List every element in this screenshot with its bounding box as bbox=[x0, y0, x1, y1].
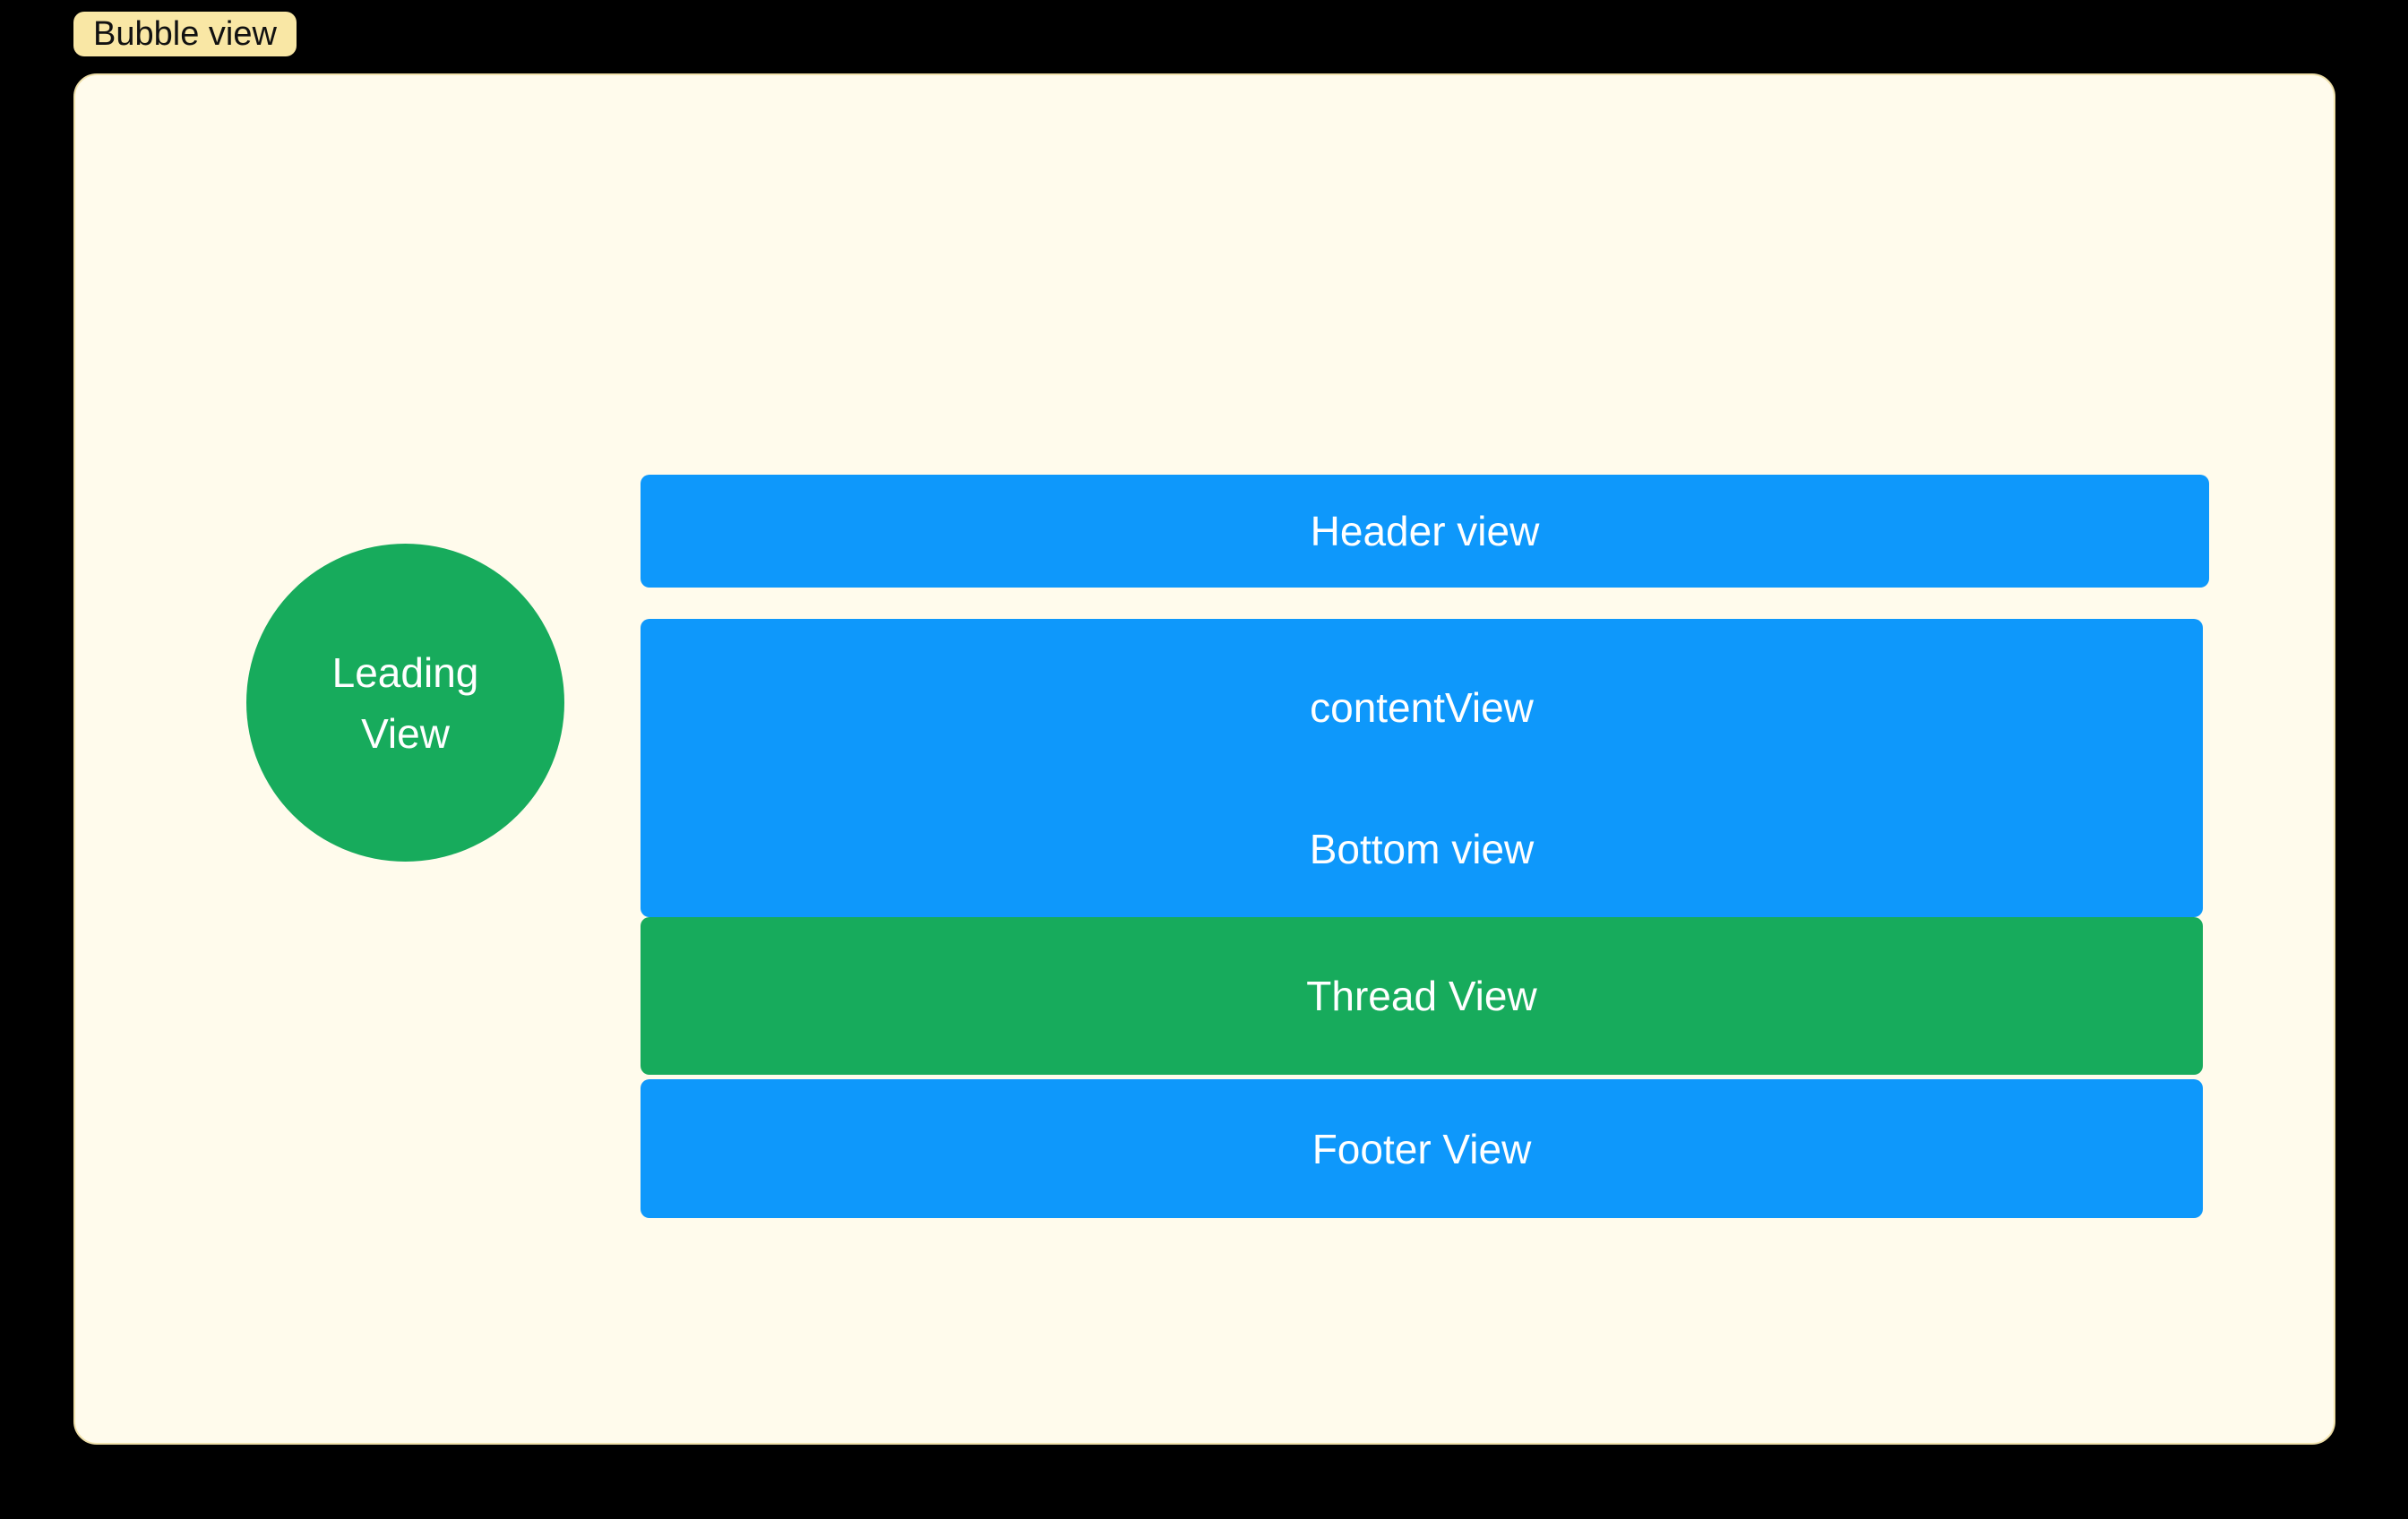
bubble-view-artboard: Leading View Header view contentView Bot… bbox=[73, 73, 2335, 1445]
content-view-label: contentView bbox=[1310, 684, 1534, 731]
footer-view-bar: Footer View bbox=[641, 1079, 2203, 1218]
footer-view-label: Footer View bbox=[1312, 1125, 1532, 1172]
leading-view-circle: Leading View bbox=[246, 544, 564, 862]
header-view-label: Header view bbox=[1310, 508, 1540, 554]
leading-view-label-line2: View bbox=[361, 709, 450, 757]
header-view-bar: Header view bbox=[641, 475, 2209, 588]
thread-view-bar: Thread View bbox=[641, 917, 2203, 1075]
content-view-bar: contentView Bottom view bbox=[641, 619, 2203, 917]
leading-view-label-line1: Leading bbox=[331, 648, 479, 696]
frame-name-tag[interactable]: Bubble view bbox=[73, 12, 297, 56]
thread-view-label: Thread View bbox=[1306, 973, 1537, 1019]
bottom-view-label: Bottom view bbox=[1309, 826, 1535, 872]
